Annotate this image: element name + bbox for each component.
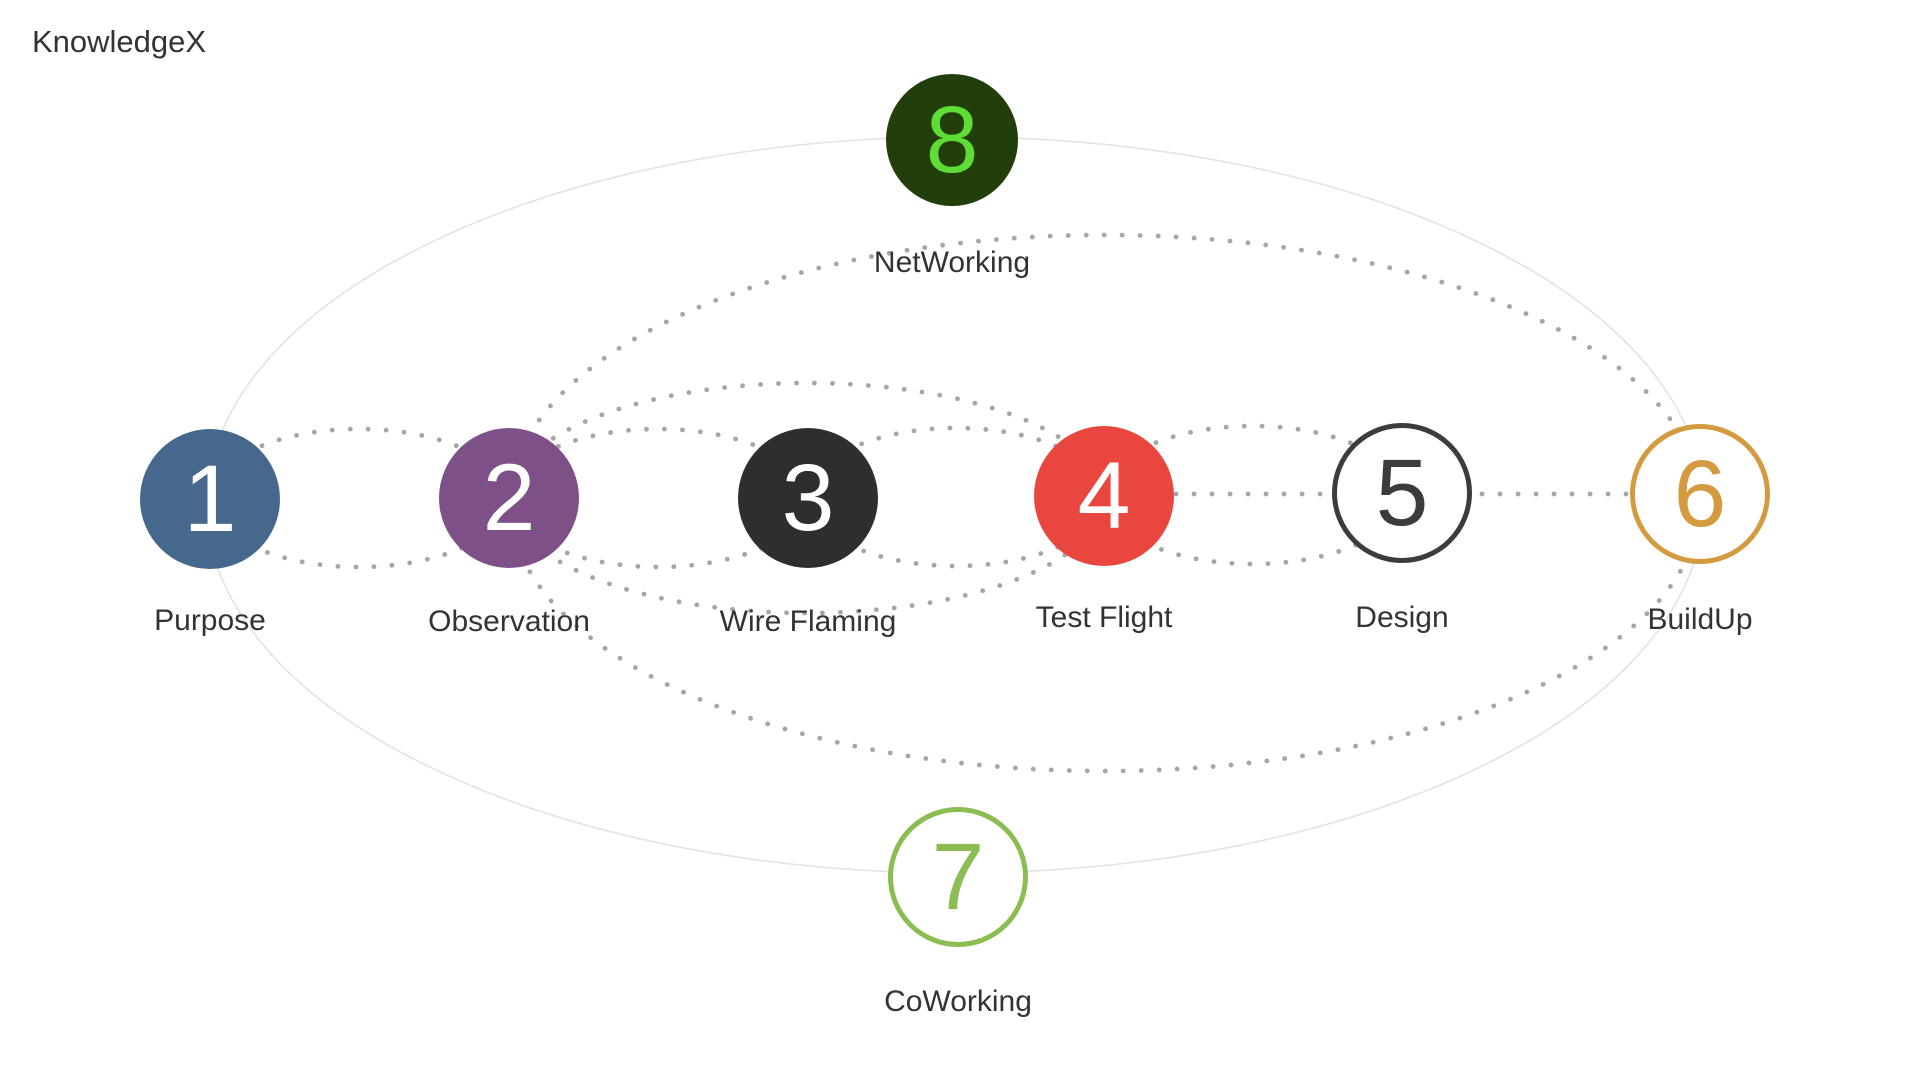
step-node-1[interactable]: 1: [140, 429, 280, 569]
step-number: 5: [1375, 439, 1429, 546]
step-label: Wire Flaming: [719, 605, 897, 638]
step-label: NetWorking: [873, 246, 1031, 279]
step-node-7[interactable]: 7: [888, 807, 1028, 947]
step-node-4[interactable]: 4: [1034, 426, 1174, 566]
step-label: Observation: [428, 605, 590, 638]
app-title: KnowledgeX: [32, 24, 207, 59]
step-node-3[interactable]: 3: [738, 428, 878, 568]
step-node-8[interactable]: 8: [886, 74, 1018, 206]
step-number: 4: [1077, 442, 1131, 549]
step-number: 6: [1673, 440, 1727, 547]
step-label: Test Flight: [1035, 601, 1173, 634]
step-label: CoWorking: [884, 985, 1032, 1018]
step-number: 1: [183, 445, 237, 552]
step-node-5[interactable]: 5: [1332, 423, 1472, 563]
step-number: 2: [482, 444, 536, 551]
step-number: 3: [781, 444, 835, 551]
step-number: 8: [925, 86, 979, 193]
step-label: Design: [1355, 601, 1449, 634]
step-label: Purpose: [154, 604, 266, 637]
step-node-2[interactable]: 2: [439, 428, 579, 568]
step-label: BuildUp: [1647, 603, 1753, 636]
step-number: 7: [931, 823, 985, 930]
step-node-6[interactable]: 6: [1630, 424, 1770, 564]
